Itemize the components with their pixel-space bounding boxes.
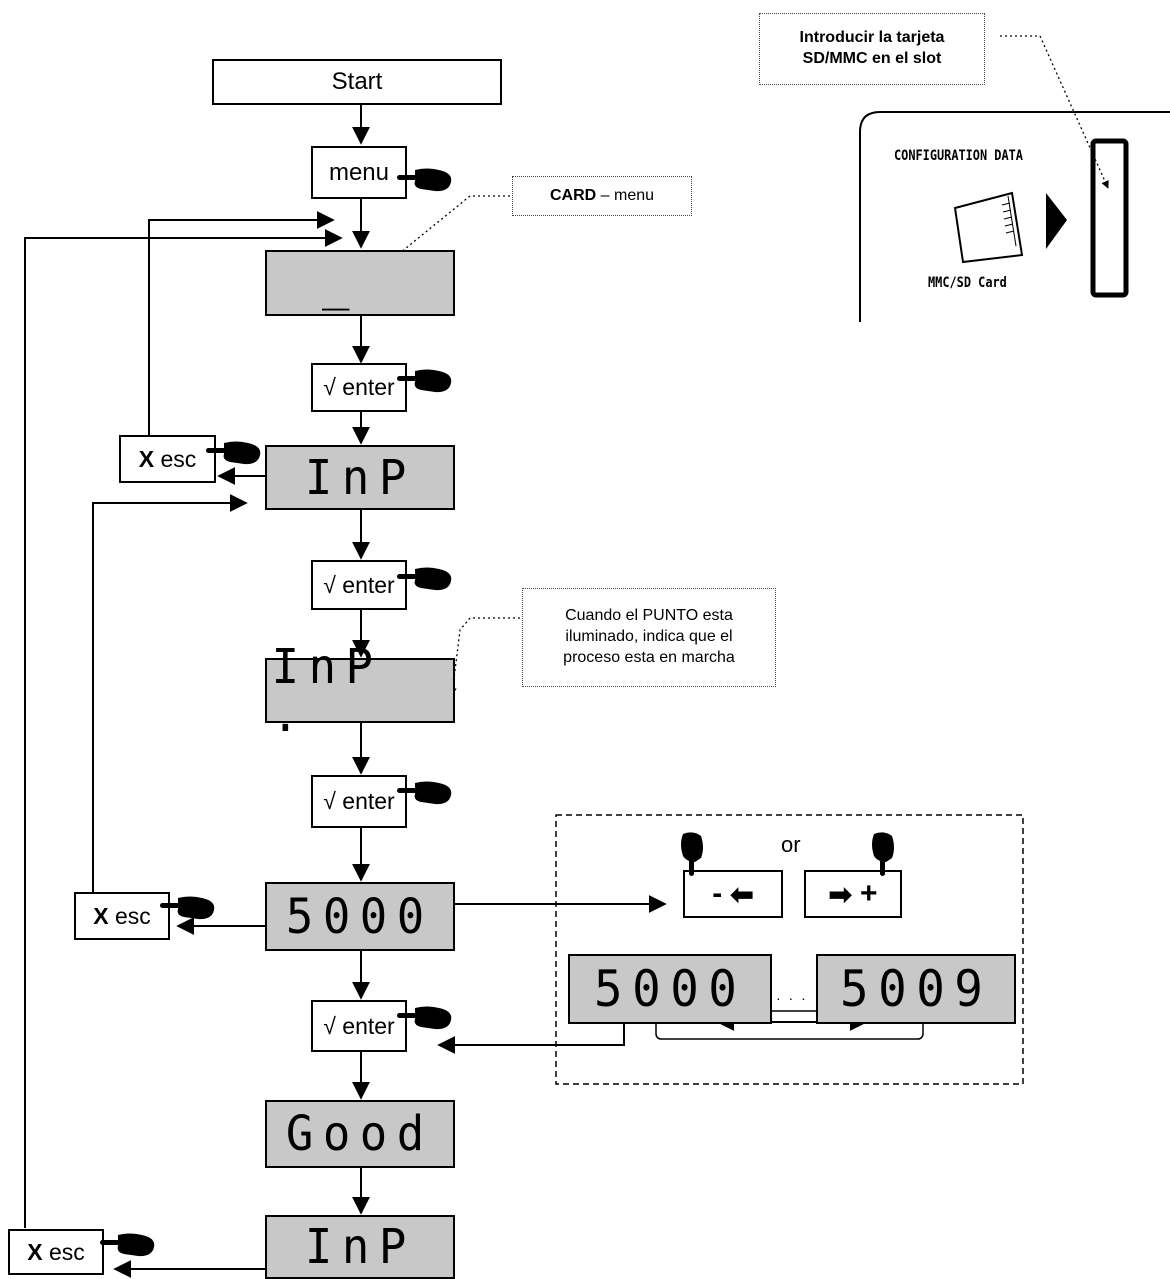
card-note-rest: – menu bbox=[600, 187, 655, 204]
card-note-bold: CARD bbox=[549, 187, 597, 204]
pointing-hand-icon bbox=[397, 567, 452, 591]
card-slot bbox=[1090, 138, 1129, 298]
enter-label: √ enter bbox=[323, 1012, 395, 1039]
enter-label: √ enter bbox=[323, 571, 395, 598]
loop-arrow bbox=[148, 211, 335, 446]
punto-leader bbox=[448, 617, 520, 696]
minus-sign: - bbox=[712, 877, 723, 910]
or-label: or bbox=[781, 832, 801, 857]
menu-button[interactable]: menu bbox=[311, 146, 407, 199]
display-inp-dot-text: InP . bbox=[271, 638, 383, 743]
panel-card-label: MMC/SD Card bbox=[928, 275, 1007, 291]
esc-label: esc bbox=[114, 902, 151, 929]
enter-button-4[interactable]: √ enter bbox=[311, 1000, 407, 1052]
panel-config-label: CONFIGURATION DATA bbox=[894, 148, 1023, 164]
pointing-hand-icon bbox=[206, 441, 261, 465]
esc-x: X bbox=[93, 902, 109, 929]
esc-button-3[interactable]: X esc bbox=[8, 1229, 104, 1275]
display-inp-dot: InP . bbox=[265, 643, 455, 739]
sd-card-drawing bbox=[953, 191, 1024, 264]
range-bar bbox=[655, 1010, 924, 1040]
right-arrow-icon: ➡ bbox=[828, 878, 852, 910]
display-inp-text: InP bbox=[304, 449, 416, 506]
display-good-text: Good bbox=[286, 1106, 434, 1162]
start-label: Start bbox=[331, 68, 383, 95]
loop-arrow bbox=[92, 494, 248, 892]
pointing-hand-icon bbox=[397, 1006, 452, 1030]
display-inp-2: InP bbox=[265, 1215, 455, 1279]
loop-arrow bbox=[24, 229, 343, 1228]
enter-label: √ enter bbox=[323, 788, 395, 814]
punto-text: Cuando el PUNTO esta iluminado, indica q… bbox=[563, 607, 735, 666]
display-5000: 5000 bbox=[265, 882, 455, 951]
pointing-hand-icon bbox=[397, 369, 452, 393]
enter-button-2[interactable]: √ enter bbox=[311, 560, 407, 610]
esc-x: X bbox=[138, 445, 155, 472]
selector-frame bbox=[555, 814, 1024, 1085]
esc-button-1[interactable]: X esc bbox=[119, 435, 216, 483]
display-cursor: _ bbox=[265, 250, 455, 316]
display-good: Good bbox=[265, 1100, 455, 1168]
display-inp-1: InP bbox=[265, 445, 455, 510]
slot-leader bbox=[1000, 35, 1109, 189]
insert-card-note: Introducir la tarjeta SD/MMC en el slot bbox=[759, 13, 985, 85]
minus-left-button[interactable]: - ⬅ bbox=[683, 870, 783, 918]
enter-button-3[interactable]: √ enter bbox=[311, 775, 407, 828]
display-cursor-text: _ bbox=[321, 255, 359, 311]
display-5000-text: 5000 bbox=[286, 888, 434, 945]
left-arrow-icon: ⬅ bbox=[730, 878, 754, 910]
pointing-down-hand-icon bbox=[872, 832, 894, 876]
start-box: Start bbox=[212, 59, 502, 105]
menu-label: menu bbox=[328, 158, 390, 186]
punto-note: Cuando el PUNTO esta iluminado, indica q… bbox=[522, 588, 776, 687]
plus-sign: + bbox=[859, 877, 878, 910]
display-5009-small-text: 5009 bbox=[839, 960, 993, 1018]
enter-label: √ enter bbox=[323, 374, 395, 400]
card-menu-note: CARD – menu bbox=[512, 176, 692, 216]
pointing-hand-icon bbox=[397, 781, 452, 805]
esc-button-2[interactable]: X esc bbox=[74, 892, 170, 940]
panel-outline bbox=[859, 111, 1170, 322]
display-5000-small: 5000 bbox=[568, 954, 772, 1024]
display-inp-text: InP bbox=[304, 1219, 416, 1275]
esc-x: X bbox=[27, 1238, 43, 1265]
enter-button-1[interactable]: √ enter bbox=[311, 363, 407, 412]
esc-label: esc bbox=[48, 1238, 85, 1265]
right-plus-button[interactable]: ➡ + bbox=[804, 870, 902, 918]
display-5000-small-text: 5000 bbox=[593, 960, 747, 1018]
insert-card-text: Introducir la tarjeta SD/MMC en el slot bbox=[799, 29, 945, 67]
pointing-hand-icon bbox=[100, 1233, 155, 1257]
display-5009-small: 5009 bbox=[816, 954, 1016, 1024]
pointing-hand-icon bbox=[160, 896, 215, 920]
pointing-hand-icon bbox=[397, 168, 452, 192]
range-dots: · · · bbox=[776, 990, 808, 1006]
insert-triangle bbox=[1046, 193, 1067, 249]
esc-label: esc bbox=[160, 445, 197, 472]
pointing-down-hand-icon bbox=[681, 832, 703, 876]
